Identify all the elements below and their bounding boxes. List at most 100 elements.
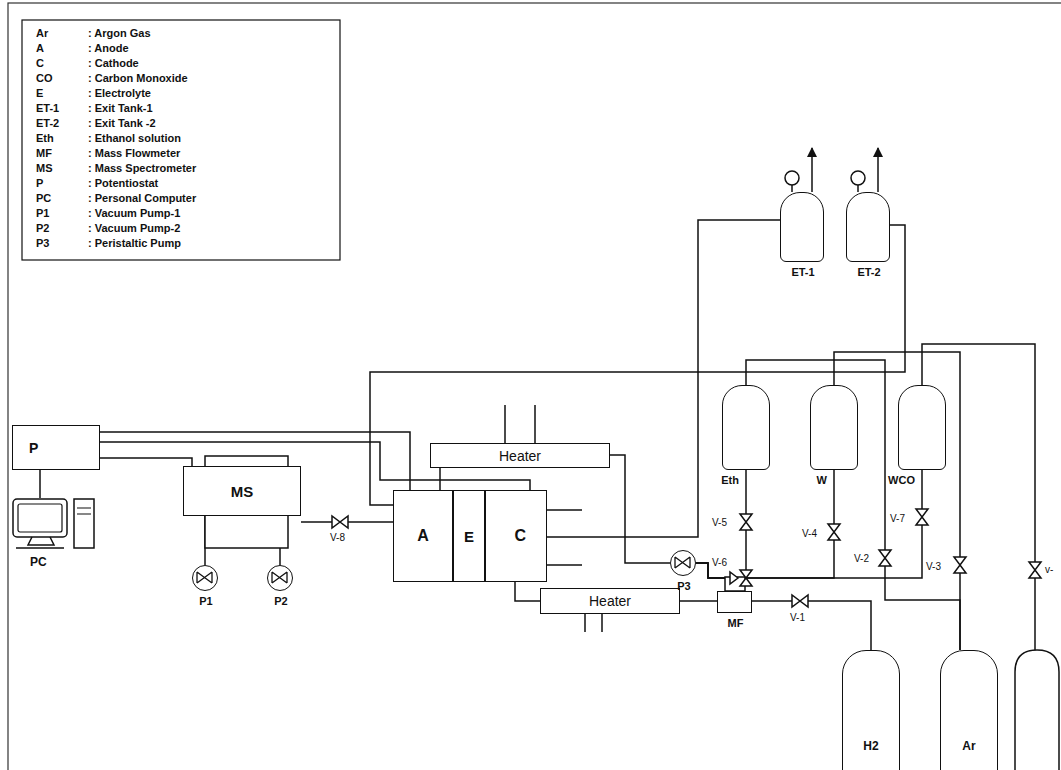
node-label: P bbox=[29, 440, 38, 456]
gauge bbox=[851, 171, 865, 185]
cell-stub bbox=[547, 509, 582, 511]
legend-text: ET-2 bbox=[36, 117, 59, 130]
tank-node: W bbox=[810, 385, 858, 470]
legend-text: Eth bbox=[36, 132, 54, 145]
node-label: WCO bbox=[888, 474, 915, 486]
legend-text: : Vacuum Pump-2 bbox=[88, 222, 180, 235]
gauge-stem bbox=[857, 185, 859, 192]
pipe-connector bbox=[696, 470, 922, 578]
pump-node: P1 bbox=[192, 565, 218, 591]
mf-node: MF bbox=[717, 591, 752, 613]
pipe-connector bbox=[100, 458, 192, 466]
et-node: ET-1 bbox=[780, 192, 824, 262]
node-label: PC bbox=[30, 555, 47, 569]
exit-arrow bbox=[811, 148, 813, 192]
et-node: ET-2 bbox=[846, 192, 890, 262]
node-label: MF bbox=[698, 617, 773, 629]
legend-text: A bbox=[36, 42, 44, 55]
heater-terminal bbox=[505, 405, 535, 443]
pipe-connector bbox=[439, 468, 441, 490]
legend-text: P3 bbox=[36, 237, 49, 250]
legend-text: : Mass Flowmeter bbox=[88, 147, 180, 160]
pump-symbol bbox=[193, 566, 216, 589]
legend-text: : Mass Spectrometer bbox=[88, 162, 196, 175]
gas-cylinder bbox=[1015, 650, 1059, 770]
pipe-connector bbox=[39, 470, 41, 498]
legend-text: MF bbox=[36, 147, 52, 160]
pipe-connector bbox=[547, 220, 780, 537]
legend-text: PC bbox=[36, 192, 51, 205]
heater-terminal bbox=[585, 614, 602, 632]
tank-node: Eth bbox=[722, 385, 770, 470]
legend-text: P bbox=[36, 177, 43, 190]
node-label: ET-1 bbox=[761, 266, 845, 278]
pipe-connector bbox=[752, 601, 871, 650]
node-label: Heater bbox=[499, 448, 541, 464]
legend-text: : Anode bbox=[88, 42, 129, 55]
box-node: Heater bbox=[540, 588, 680, 614]
legend-text: : Exit Tank -2 bbox=[88, 117, 156, 130]
legend-text: : Vacuum Pump-1 bbox=[88, 207, 180, 220]
node-label: MS bbox=[231, 483, 254, 500]
pipe-connector bbox=[610, 455, 670, 563]
node-label: C bbox=[514, 527, 526, 545]
cyl-node: H2 bbox=[842, 650, 900, 770]
valve-label: V-3 bbox=[926, 560, 941, 573]
valve-label: V-7 bbox=[890, 512, 905, 525]
box-node: A bbox=[393, 490, 453, 582]
boxr-node: C bbox=[485, 490, 547, 582]
valve-label: V-6 bbox=[712, 556, 727, 569]
pipe-connector bbox=[696, 470, 834, 578]
legend-box bbox=[22, 20, 340, 260]
computer-icon bbox=[12, 498, 96, 550]
gauge bbox=[785, 171, 799, 185]
pump-symbol bbox=[268, 566, 291, 589]
legend-text: : Peristaltic Pump bbox=[88, 237, 181, 250]
legend-text: : Electrolyte bbox=[88, 87, 151, 100]
node-label: Ar bbox=[941, 739, 997, 753]
pipe-connector bbox=[515, 582, 540, 601]
tank-node: WCO bbox=[898, 385, 946, 470]
legend-text: : Personal Computer bbox=[88, 192, 196, 205]
legend-text: C bbox=[36, 57, 44, 70]
legend-text: ET-1 bbox=[36, 102, 59, 115]
box-node: Heater bbox=[430, 443, 610, 468]
legend-text: : Carbon Monoxide bbox=[88, 72, 188, 85]
valve-label: V-5 bbox=[712, 516, 727, 529]
node-label: A bbox=[417, 527, 429, 545]
box-node: E bbox=[453, 490, 485, 582]
pipe-connector bbox=[370, 225, 905, 505]
legend-text: P2 bbox=[36, 222, 49, 235]
exit-arrow bbox=[877, 148, 879, 192]
legend-text: Ar bbox=[36, 27, 48, 40]
valve-label: V-1 bbox=[790, 611, 805, 624]
legend-text: : Ethanol solution bbox=[88, 132, 181, 145]
node-label: ET-2 bbox=[827, 266, 911, 278]
node-label: P2 bbox=[248, 595, 314, 607]
boxl-node: P bbox=[12, 425, 100, 470]
pump-node: P2 bbox=[267, 565, 293, 591]
cyl-node: Ar bbox=[940, 650, 998, 770]
pump-symbol bbox=[671, 551, 694, 574]
legend-text: : Potentiostat bbox=[88, 177, 158, 190]
legend-text: : Exit Tank-1 bbox=[88, 102, 153, 115]
valve-label: v- bbox=[1045, 563, 1053, 576]
valve-label: V-4 bbox=[802, 527, 817, 540]
legend-text: CO bbox=[36, 72, 53, 85]
pc-node: PC bbox=[12, 498, 96, 550]
gauge-stem bbox=[791, 185, 793, 192]
pipe-connector bbox=[746, 360, 960, 650]
node-label: P1 bbox=[173, 595, 239, 607]
legend-text: MS bbox=[36, 162, 53, 175]
node-label: E bbox=[464, 528, 474, 545]
frame bbox=[8, 3, 1061, 770]
node-label: Heater bbox=[589, 593, 631, 609]
legend-text: E bbox=[36, 87, 43, 100]
box-node: MS bbox=[183, 466, 301, 516]
cell-stub bbox=[547, 564, 582, 566]
valve-label: V-8 bbox=[330, 531, 345, 544]
node-label: Eth bbox=[721, 474, 739, 486]
node-label: P3 bbox=[651, 580, 717, 592]
